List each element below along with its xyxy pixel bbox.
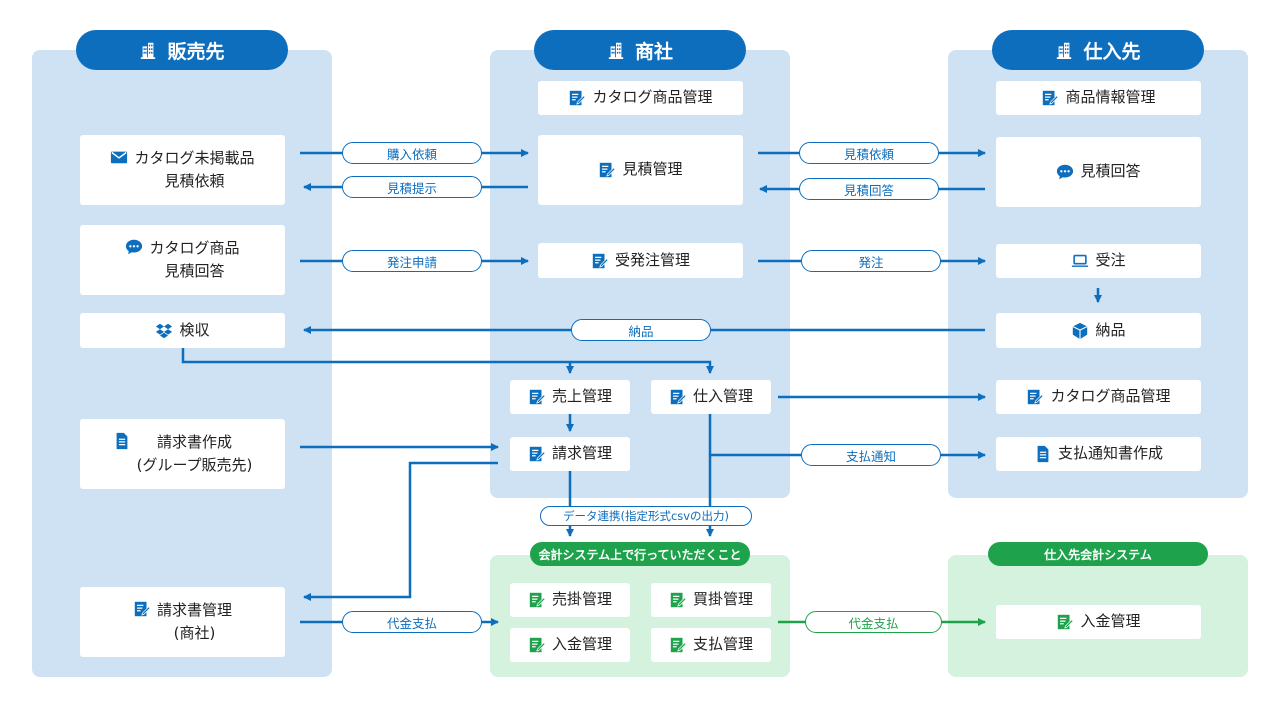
pill-quote-answer: 見積回答 — [799, 178, 939, 200]
label-receipt: 入金管理 — [551, 635, 612, 654]
label-billing-manage: 請求管理 — [551, 444, 612, 463]
edit-note-icon — [1028, 389, 1045, 405]
box-supplier-catalog: カタログ商品管理 — [996, 380, 1201, 414]
box-billing-manage: 請求管理 — [510, 437, 630, 471]
edit-note-icon — [592, 253, 609, 268]
chat-bubble-icon — [126, 239, 143, 255]
buyer-title: 販売先 — [167, 40, 225, 63]
trading-title: 商社 — [634, 40, 673, 63]
box-invoice-manage: 請求書管理 (商社) — [80, 587, 285, 657]
edit-note-icon — [670, 389, 687, 405]
box-receipt: 入金管理 — [510, 628, 630, 662]
label-uncatalog-quote-request: カタログ未掲載品 見積依頼 — [134, 148, 255, 190]
label-order-manage: 受発注管理 — [614, 250, 690, 269]
label-purchase-manage: 仕入管理 — [692, 387, 753, 406]
edit-note-icon — [1043, 90, 1060, 106]
edit-note-icon — [670, 637, 687, 653]
box-delivery: 納品 — [996, 313, 1201, 348]
laptop-icon — [1072, 254, 1089, 267]
box-payable: 買掛管理 — [651, 583, 771, 617]
building-icon — [141, 42, 156, 59]
box-purchase-manage: 仕入管理 — [651, 380, 771, 414]
edit-note-icon — [529, 446, 546, 462]
mail-icon — [111, 151, 128, 164]
box-payment: 支払管理 — [651, 628, 771, 662]
buyer-header: 販売先 — [76, 30, 288, 70]
pill-data-link: データ連携(指定形式csvの出力) — [540, 506, 752, 526]
label-quote-manage: 見積管理 — [622, 160, 683, 179]
dropbox-icon — [156, 323, 173, 338]
pill-payment-notice: 支払通知 — [801, 444, 941, 466]
document-icon — [116, 432, 127, 450]
label-invoice-create: 請求書作成 (グループ販売先) — [136, 432, 253, 474]
box-uncatalog-quote-request: カタログ未掲載品 見積依頼 — [80, 135, 285, 205]
edit-note-icon — [529, 389, 546, 405]
edit-note-icon — [670, 592, 687, 608]
label-payment-notice-create: 支払通知書作成 — [1057, 444, 1163, 463]
supplier-header: 仕入先 — [992, 30, 1204, 70]
arrow-billing-to-invoice-manage — [303, 461, 498, 601]
trading-header: 商社 — [534, 30, 746, 70]
box-catalog-quote-answer: カタログ商品 見積回答 — [80, 225, 285, 295]
label-supplier-receipt: 入金管理 — [1080, 612, 1141, 631]
chat-bubble-icon — [1057, 164, 1074, 180]
label-sales-manage: 売上管理 — [551, 387, 612, 406]
box-quote-manage: 見積管理 — [538, 135, 743, 205]
box-supplier-receipt: 入金管理 — [996, 605, 1201, 639]
edit-note-icon — [1058, 614, 1075, 630]
supplier-accounting-header: 仕入先会計システム — [988, 542, 1208, 566]
edit-note-icon — [529, 637, 546, 653]
label-receivable: 売掛管理 — [551, 590, 612, 609]
box-product-info: 商品情報管理 — [996, 81, 1201, 115]
label-trading-catalog: カタログ商品管理 — [592, 88, 713, 107]
pill-delivery: 納品 — [571, 319, 711, 341]
label-inspection: 検収 — [179, 320, 210, 339]
box-order-manage: 受発注管理 — [538, 243, 743, 278]
accounting-header: 会計システム上で行っていただくこと — [530, 542, 750, 566]
box-quote-answer: 見積回答 — [996, 137, 1201, 207]
label-order-received: 受注 — [1095, 251, 1126, 270]
pill-order: 発注 — [801, 250, 941, 272]
box-payment-notice-create: 支払通知書作成 — [996, 437, 1201, 471]
label-product-info: 商品情報管理 — [1065, 88, 1156, 107]
label-delivery: 納品 — [1095, 320, 1126, 339]
label-quote-answer: 見積回答 — [1080, 162, 1141, 181]
box-order-received: 受注 — [996, 244, 1201, 278]
box-trading-catalog: カタログ商品管理 — [538, 81, 743, 115]
building-icon — [608, 42, 624, 59]
arrow-inspection-to-sales — [181, 348, 574, 374]
label-supplier-catalog: カタログ商品管理 — [1050, 387, 1171, 406]
document-icon — [1037, 445, 1049, 463]
box-sales-manage: 売上管理 — [510, 380, 630, 414]
label-invoice-manage: 請求書管理 (商社) — [156, 600, 232, 642]
package-icon — [1073, 322, 1088, 339]
arrow-inspection-to-purchase — [570, 360, 714, 374]
box-invoice-create: 請求書作成 (グループ販売先) — [80, 419, 285, 489]
edit-note-icon — [529, 592, 546, 608]
pill-quote-request: 見積依頼 — [799, 142, 939, 164]
pill-payment-supplier: 代金支払 — [805, 611, 942, 633]
label-payable: 買掛管理 — [692, 590, 753, 609]
label-payment: 支払管理 — [692, 635, 753, 654]
label-catalog-quote-answer: カタログ商品 見積回答 — [149, 238, 240, 280]
edit-note-icon — [134, 601, 151, 617]
box-inspection: 検収 — [80, 313, 285, 348]
building-icon — [1057, 42, 1072, 59]
supplier-title: 仕入先 — [1083, 40, 1141, 63]
pill-order-apply: 発注申請 — [342, 250, 482, 272]
edit-note-icon — [600, 162, 617, 178]
pill-quote-present: 見積提示 — [342, 176, 482, 198]
pill-payment-buyer: 代金支払 — [342, 611, 482, 633]
pill-purchase-request: 購入依頼 — [342, 142, 482, 164]
edit-note-icon — [570, 90, 587, 106]
box-receivable: 売掛管理 — [510, 583, 630, 617]
